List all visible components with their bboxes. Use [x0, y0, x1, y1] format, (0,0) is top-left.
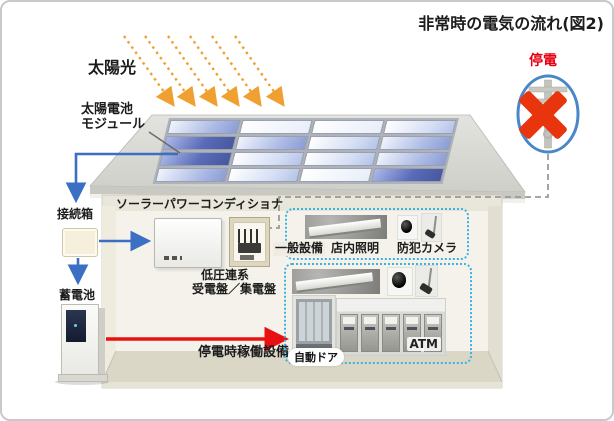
door-rail [296, 344, 332, 348]
battery-base [58, 374, 108, 382]
atm-label: ATM [406, 337, 441, 351]
lv-panel-label: 低圧連系 受電盤／集電盤 [192, 268, 277, 296]
wall-camera-icon [421, 213, 442, 242]
atm-machine [361, 314, 379, 352]
dc-flow-lines [65, 152, 178, 286]
outage-x-icon [519, 91, 567, 139]
store-lighting-icon [305, 215, 387, 239]
outage-equipment-label: 停電時稼働設備 [198, 345, 290, 360]
auto-door-label: 自動ドア [288, 348, 344, 366]
battery-cabinet-side [96, 308, 105, 375]
automatic-door-icon [292, 295, 336, 352]
atm-machine [382, 314, 400, 352]
battery-label: 蓄電池 [59, 288, 96, 302]
interior-floor [102, 351, 502, 382]
security-camera-label: 防犯カメラ [397, 241, 458, 255]
wall-right-return [488, 206, 502, 381]
general-equipment-label: 一般設備 [273, 241, 326, 256]
battery-indicator-light [74, 324, 77, 327]
module-pointer-line [148, 131, 181, 154]
conditioner-label: ソーラーパワーコンディショナ [116, 197, 284, 211]
junction-box-label: 接続箱 [57, 207, 94, 221]
outage-equipment-box [284, 263, 472, 364]
outage-label: 停電 [529, 53, 557, 69]
battery-cabinet [61, 304, 99, 376]
dome-camera-icon [397, 215, 418, 240]
electrical-panel-device [229, 217, 270, 267]
electrical-panel-interior [233, 222, 266, 262]
floor-corner-right [487, 350, 503, 383]
store-lighting-label: 店内照明 [331, 241, 380, 255]
wall-camera2-icon [415, 265, 438, 297]
power-conditioner-device [154, 218, 222, 268]
conditioner-vent [164, 256, 182, 260]
atm-row-icon: ATM [336, 298, 446, 356]
dome-camera2-icon [387, 267, 413, 296]
junction-box-device [62, 228, 98, 257]
solar-module-label: 太陽電池 モジュール [81, 102, 146, 132]
grid-dashed-line [269, 154, 549, 229]
panel-breakers [238, 243, 261, 253]
atm-machine [340, 314, 358, 352]
building-base [102, 382, 502, 388]
figure-title: 非常時の電気の流れ(図2) [418, 14, 604, 33]
battery-shadow [55, 379, 109, 385]
wall-left-return [102, 206, 116, 388]
panel-wires [238, 229, 261, 243]
door-glass [296, 299, 332, 344]
general-equipment-box [285, 208, 469, 260]
battery-screen [66, 310, 86, 342]
sunlight-arrows-icon [123, 35, 285, 107]
sunlight-label: 太陽光 [88, 58, 137, 77]
store-lighting2-icon [292, 269, 380, 294]
panel-terminal [240, 255, 254, 260]
